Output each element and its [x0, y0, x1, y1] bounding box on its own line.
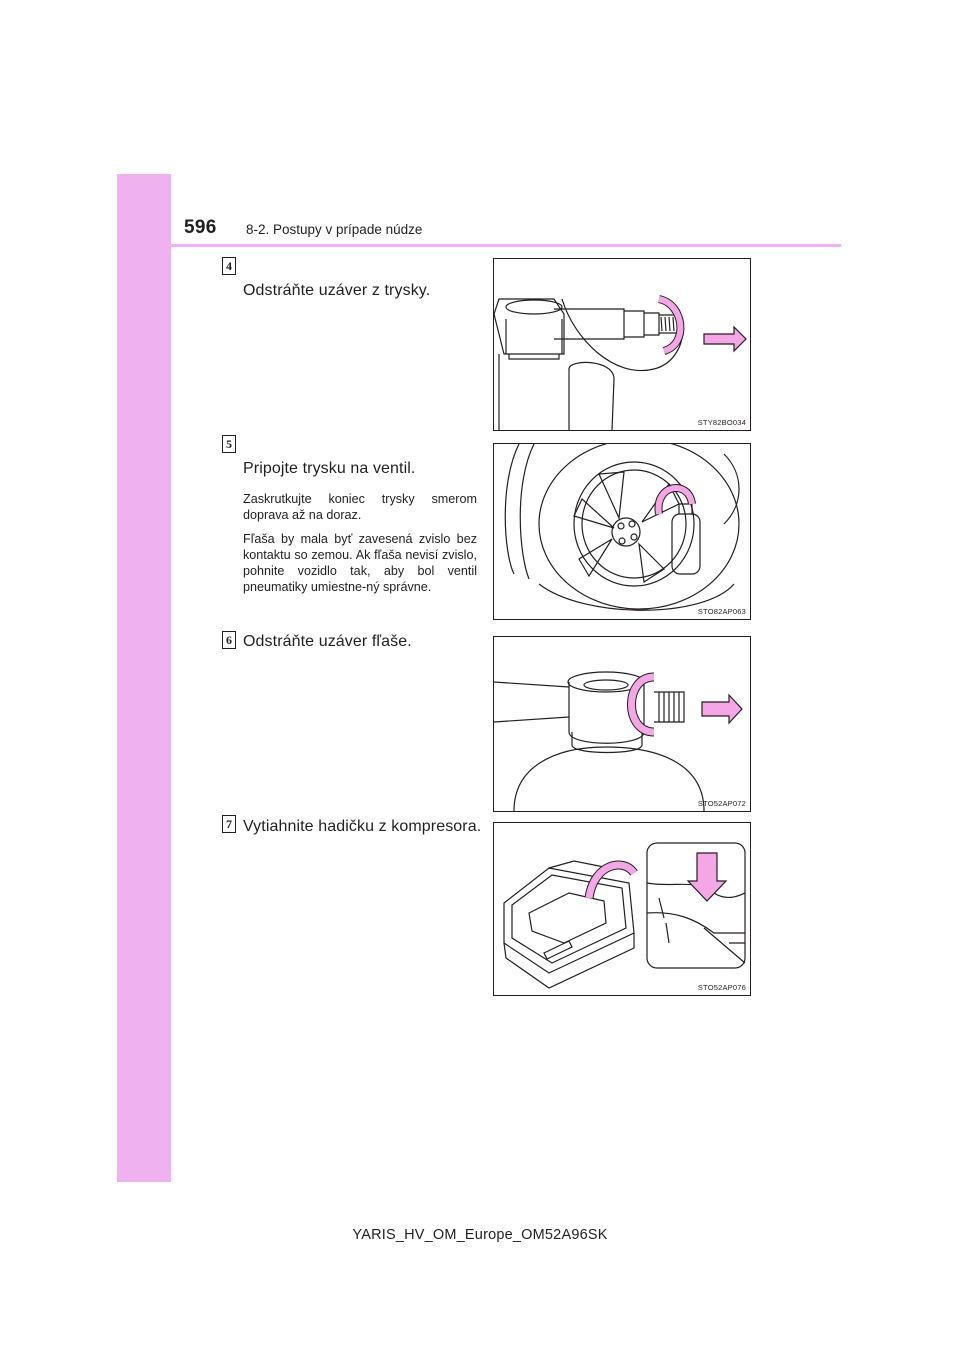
pull-arrow — [703, 325, 747, 353]
header-divider — [117, 244, 841, 247]
figure-attach-nozzle-to-valve: STO82AP063 — [493, 443, 751, 620]
figure-code: STO82AP063 — [697, 607, 746, 616]
step-5-note-1: Zaskrutkujte koniec trysky smerom doprav… — [243, 492, 477, 522]
figure-code: STY82BO034 — [697, 418, 746, 427]
bottle-cap-illustration — [494, 671, 743, 811]
figure-code: STO52AP072 — [697, 799, 746, 808]
figure-pull-out-compressor-hose: STO52AP076 — [493, 822, 751, 996]
step-6-heading: Odstráňte uzáver fľaše. — [243, 633, 412, 650]
step-4-heading: Odstráňte uzáver z trysky. — [243, 282, 431, 299]
figure-remove-nozzle-cap: STY82BO034 — [493, 258, 751, 431]
figure-code: STO52AP076 — [697, 983, 746, 992]
page-number: 596 — [184, 217, 217, 238]
step-badge-4: 4 — [222, 257, 236, 275]
step-5-heading: Pripojte trysku na ventil. — [243, 460, 416, 477]
nozzle-cap-illustration — [494, 295, 747, 430]
step-badge-5: 5 — [222, 435, 236, 453]
chapter-sidebar-tab — [117, 174, 171, 1182]
wheel-valve-illustration — [504, 444, 740, 611]
step-badge-7: 7 — [222, 815, 236, 833]
step-7-heading: Vytiahnite hadičku z kompresora. — [243, 818, 482, 835]
section-title: 8-2. Postupy v prípade núdze — [246, 222, 423, 237]
document-id-footer: YARIS_HV_OM_Europe_OM52A96SK — [352, 1227, 608, 1243]
figure-remove-bottle-cap: STO52AP072 — [493, 636, 751, 812]
step-badge-6: 6 — [222, 631, 236, 649]
compressor-hose-illustration — [503, 842, 746, 989]
step-5-note-2: Fľaša by mala byť zavesená zvislo bez ko… — [243, 532, 477, 594]
